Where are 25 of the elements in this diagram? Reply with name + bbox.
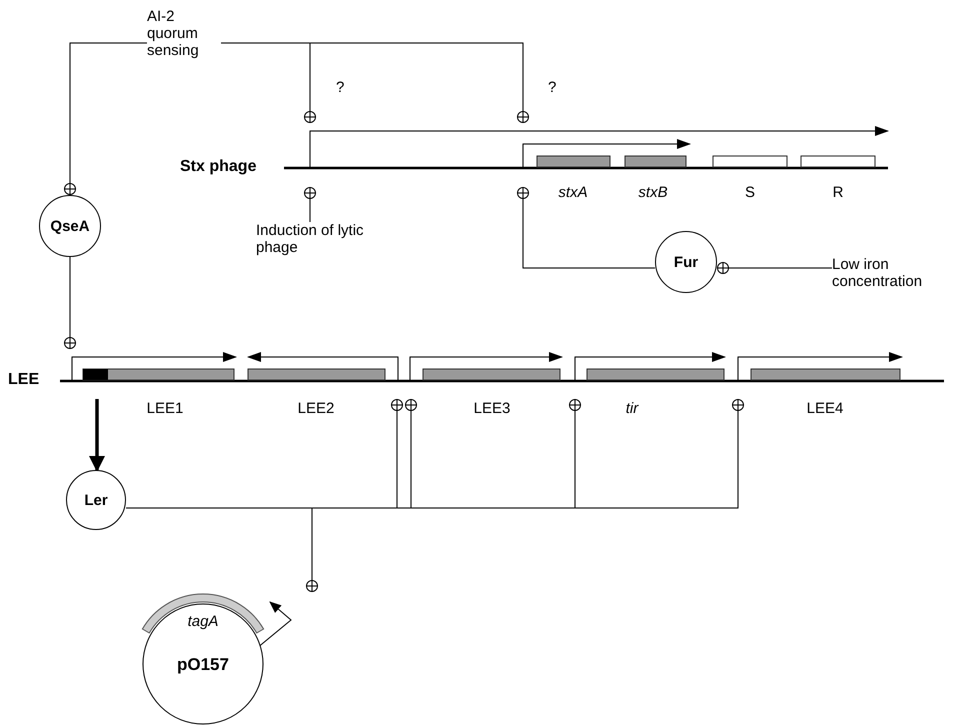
gene-label: S (744, 184, 755, 201)
gene-label: LEE4 (806, 400, 844, 417)
annotation-text: Low iron concentration (832, 256, 952, 292)
gene-label: R (832, 184, 844, 201)
annotation-text: AI-2 quorum sensing (147, 8, 221, 70)
activation-line (304, 186, 316, 222)
annotation-text: Induction of lytic phage (256, 222, 368, 262)
gene-label: LEE1 (146, 400, 184, 417)
protein-circle: QseA (39, 195, 101, 257)
activation-line (64, 256, 76, 350)
protein-circle: Ler (66, 470, 126, 530)
gene-label: tir (626, 400, 638, 417)
activation-line (64, 42, 148, 196)
arrow (89, 399, 105, 472)
gene-label: tagA (188, 613, 218, 630)
activation-line (126, 508, 318, 592)
plasmid-label: pO157 (177, 655, 229, 675)
activation-line (220, 42, 529, 124)
gene-label: LEE3 (474, 400, 510, 417)
gene-label: LEE2 (298, 400, 334, 417)
activation-line (716, 262, 832, 274)
protein-circle: Fur (655, 231, 717, 293)
activation-line (517, 186, 656, 268)
gene-label: stxB (638, 184, 668, 201)
gene-label: stxA (558, 184, 588, 201)
